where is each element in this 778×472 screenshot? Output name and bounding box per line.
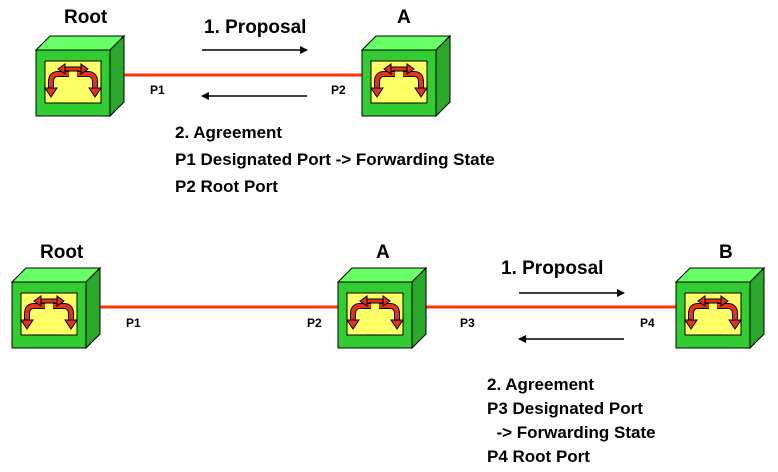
bottom-port-p3-label: P3 [460,316,475,330]
bottom-port-p2-label: P2 [307,316,322,330]
top-port-p1-label: P1 [150,83,165,97]
top-switch-a-icon [362,36,450,116]
bottom-port-p4-label: P4 [640,316,655,330]
top-agreement-line-3: P2 Root Port [175,177,278,196]
bottom-agreement-line-4: P4 Root Port [487,447,590,466]
bottom-a-label: A [376,242,390,263]
bottom-switch-b-icon [676,268,764,348]
bottom-proposal-label: 1. Proposal [501,258,604,279]
bottom-root-label: Root [40,242,84,263]
top-a-label: A [397,7,411,28]
top-agreement-line-1: 2. Agreement [175,123,283,142]
top-agreement-line-2: P1 Designated Port -> Forwarding State [175,150,495,169]
top-proposal-label: 1. Proposal [204,17,307,38]
top-switch-root-icon [36,36,124,116]
bottom-switch-a-icon [338,268,426,348]
bottom-agreement-line-2: P3 Designated Port [487,399,643,418]
bottom-agreement-line-3: -> Forwarding State [487,423,656,442]
top-port-p2-label: P2 [331,83,346,97]
bottom-port-p1-label: P1 [126,316,141,330]
top-root-label: Root [64,7,108,28]
bottom-b-label: B [719,242,733,263]
bottom-switch-root-icon [12,268,100,348]
bottom-agreement-line-1: 2. Agreement [487,375,595,394]
